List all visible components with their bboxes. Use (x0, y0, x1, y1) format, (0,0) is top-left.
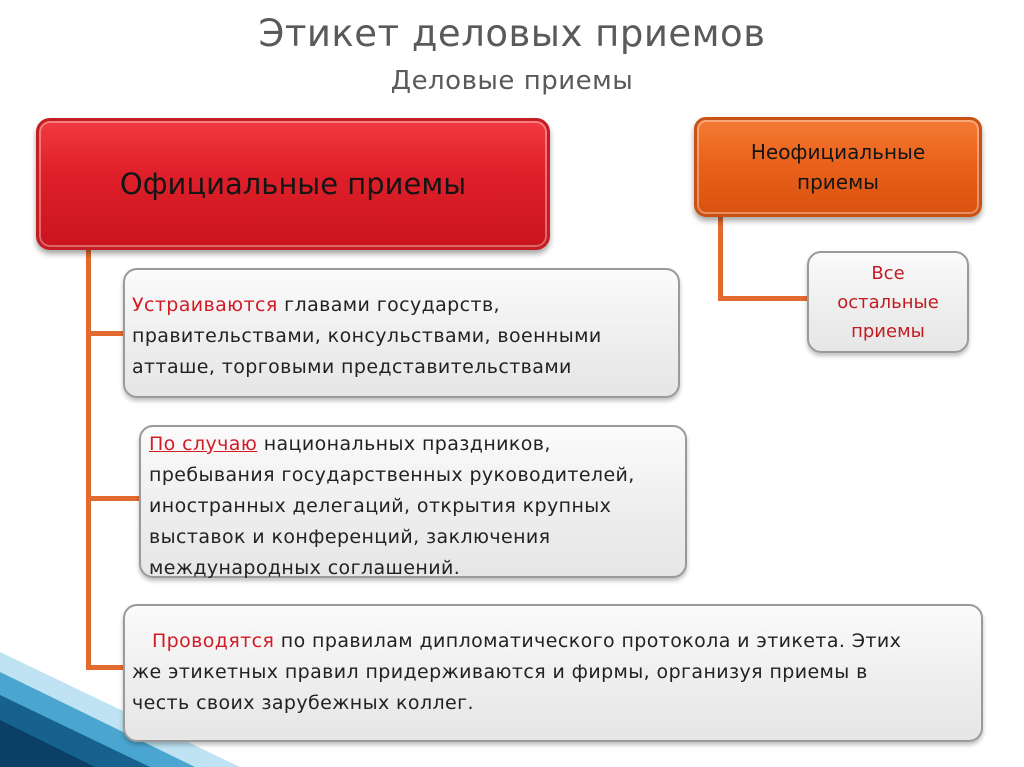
other-receptions-line3: приемы (851, 320, 925, 342)
connector-branch-1 (86, 331, 124, 336)
protocol-line2: же этикетных правил придерживаются и фир… (132, 661, 868, 683)
page-title: Этикет деловых приемов (258, 12, 766, 55)
connector-main-vertical (86, 250, 91, 670)
official-receptions-box: Официальные приемы (36, 118, 550, 250)
unofficial-receptions-box: Неофициальные приемы (694, 117, 982, 217)
connector-right-branch (718, 296, 808, 301)
unofficial-receptions-label-line2: приемы (797, 170, 879, 194)
protocol-line1: по правилам дипломатического протокола и… (274, 630, 902, 652)
protocol-box: Проводятся по правилам дипломатического … (123, 604, 983, 742)
occasions-line1: национальных праздников, (257, 433, 551, 455)
organizers-highlight: Устраиваются (132, 294, 278, 316)
protocol-highlight: Проводятся (152, 630, 275, 652)
occasions-line3: иностранных делегаций, открытия крупных (149, 495, 612, 517)
official-receptions-label: Официальные приемы (119, 167, 467, 201)
organizers-line1: главами государств, (277, 294, 500, 316)
occasions-line4: выставок и конференций, заключения (149, 526, 551, 548)
organizers-box: Устраиваются главами государств, правите… (123, 268, 680, 398)
page-subtitle: Деловые приемы (390, 66, 634, 96)
connector-branch-3 (86, 665, 124, 670)
protocol-line3: честь своих зарубежных коллег. (132, 692, 474, 714)
organizers-line2: правительствами, консульствами, военными (132, 325, 602, 347)
connector-right-vertical (718, 217, 723, 300)
other-receptions-line1: Все (871, 262, 905, 284)
occasions-line2: пребывания государственных руководителей… (149, 464, 635, 486)
unofficial-receptions-label-line1: Неофициальные (750, 140, 926, 164)
other-receptions-box: Все остальные приемы (807, 251, 969, 353)
occasions-line5: международных соглашений. (149, 557, 461, 579)
connector-branch-2 (86, 496, 140, 501)
occasions-box: По случаю национальных праздников, пребы… (139, 425, 687, 579)
other-receptions-line2: остальные (837, 291, 939, 313)
occasions-highlight: По случаю (149, 433, 258, 455)
organizers-line3: атташе, торговыми представительствами (132, 356, 572, 378)
